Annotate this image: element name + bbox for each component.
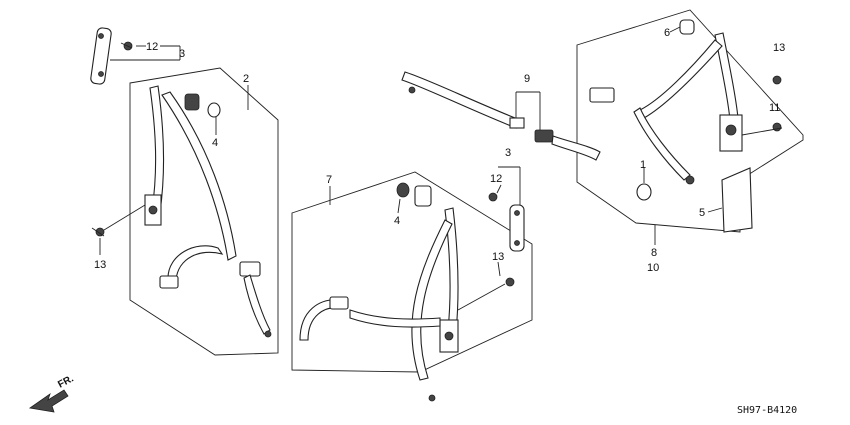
bolt-13c xyxy=(772,75,782,85)
callout-13c: 13 xyxy=(773,42,785,54)
callout-3a: 3 xyxy=(179,48,185,60)
callout-4a: 4 xyxy=(212,137,218,149)
drawing-code: SH97-B4120 xyxy=(737,405,797,416)
cover-6 xyxy=(679,19,695,35)
panel-rear-left xyxy=(129,67,279,356)
direction-label: FR. xyxy=(56,373,76,390)
bolt-12b xyxy=(488,192,498,202)
callout-11: 11 xyxy=(769,102,780,114)
callout-5: 5 xyxy=(699,207,705,219)
callout-3b: 3 xyxy=(505,147,511,159)
rear-center-bracket xyxy=(509,204,525,252)
belt-assembly-front xyxy=(589,32,743,185)
callout-8: 8 xyxy=(651,247,657,259)
bushing-4b xyxy=(396,182,432,207)
anchor-bracket-left xyxy=(90,27,112,85)
bolt-12a xyxy=(120,41,133,51)
callout-7: 7 xyxy=(326,174,332,186)
belt-assembly-rear-center xyxy=(299,207,459,402)
callout-9: 9 xyxy=(524,73,530,85)
bolt-13a xyxy=(91,227,105,237)
panel-front-right xyxy=(576,9,804,233)
belt-center-lap xyxy=(401,71,601,161)
front-direction-arrow xyxy=(28,389,69,413)
callout-2: 2 xyxy=(243,73,249,85)
bolt-13b xyxy=(505,277,515,287)
callout-6: 6 xyxy=(664,27,670,39)
callout-4b: 4 xyxy=(394,215,400,227)
callout-13b: 13 xyxy=(492,251,504,263)
callout-13a: 13 xyxy=(94,259,106,271)
cap-1 xyxy=(636,183,652,201)
callout-10: 10 xyxy=(647,262,659,274)
bushing-4a xyxy=(184,93,221,118)
panel-rear-center xyxy=(291,171,533,373)
garnish-5 xyxy=(721,167,753,233)
callout-1: 1 xyxy=(640,159,646,171)
callout-12a: 12 xyxy=(146,41,158,53)
belt-assembly-rear-left xyxy=(144,85,272,338)
callout-12b: 12 xyxy=(490,173,502,185)
